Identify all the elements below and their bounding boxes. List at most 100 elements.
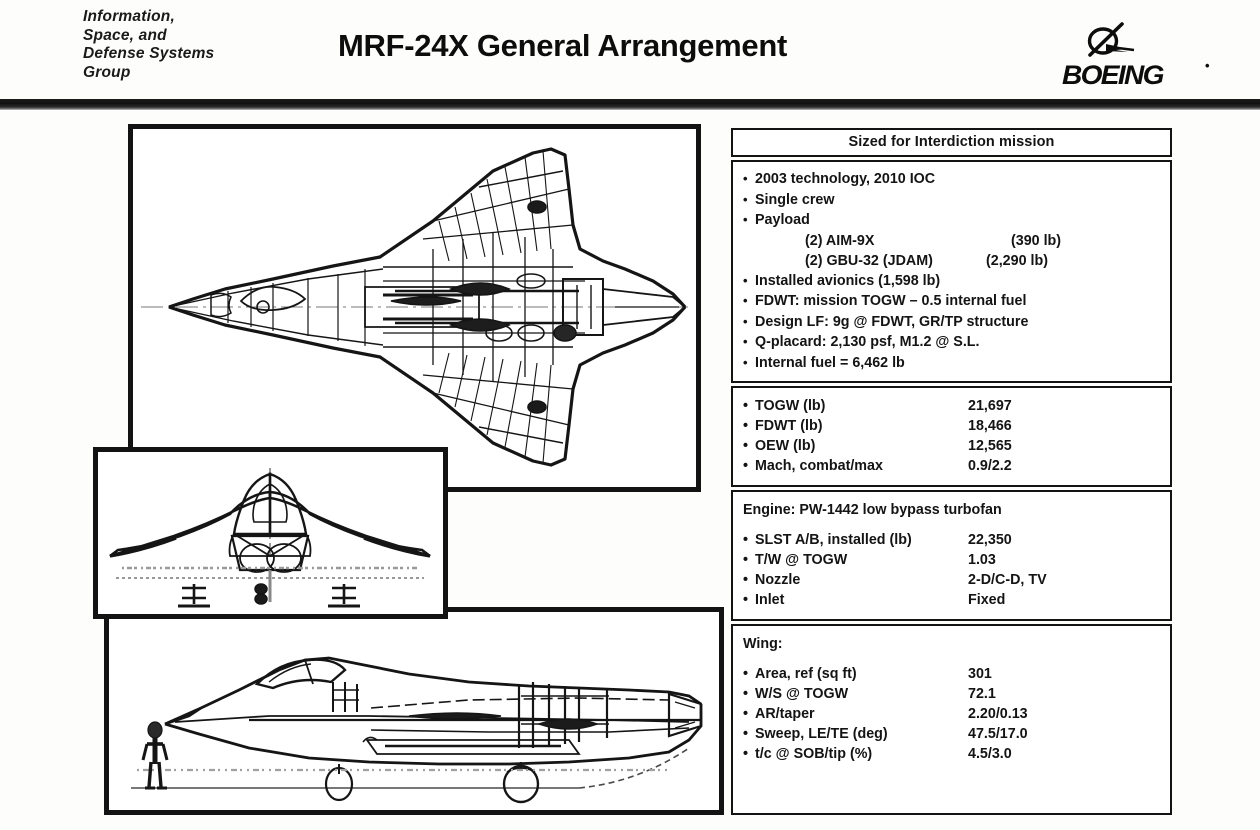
weight-value: 0.9/2.2 bbox=[968, 458, 1012, 474]
wing-label: t/c @ SOB/tip (%) bbox=[755, 746, 873, 762]
engine-box: Engine: PW-1442 low bypass turbofan • SL… bbox=[731, 490, 1172, 621]
mission-bullet-label: Single crew bbox=[755, 191, 835, 208]
page-header: Information, Space, and Defense Systems … bbox=[0, 0, 1260, 110]
wing-row: • t/c @ SOB/tip (%) 4.5/3.0 bbox=[733, 744, 1170, 764]
weights-box: • TOGW (lb) 21,697 • FDWT (lb) 18,466 • … bbox=[731, 386, 1172, 487]
mission-bullet-label: Design LF: 9g @ FDWT, GR/TP structure bbox=[755, 313, 1029, 330]
bullet-icon: • bbox=[743, 592, 749, 608]
engine-label: Nozzle bbox=[755, 572, 801, 588]
aircraft-front-view-drawing bbox=[109, 468, 431, 608]
mission-bullet-label: Internal fuel = 6,462 lb bbox=[755, 354, 905, 371]
mission-bullet: • 2003 technology, 2010 IOC bbox=[733, 169, 1170, 190]
spacer bbox=[733, 655, 1170, 664]
mission-bullet: • Payload bbox=[733, 210, 1170, 231]
bullet-icon: • bbox=[743, 552, 749, 568]
mission-bullet: • Internal fuel = 6,462 lb bbox=[733, 353, 1170, 374]
engine-row: • Nozzle 2-D/C-D, TV bbox=[733, 570, 1170, 590]
weight-value: 21,697 bbox=[968, 398, 1012, 414]
engine-row: • T/W @ TOGW 1.03 bbox=[733, 550, 1170, 570]
payload-item-label: (2) GBU-32 (JDAM) bbox=[805, 252, 933, 269]
payload-item-weight: (2,290 lb) bbox=[986, 252, 1048, 269]
wing-value: 2.20/0.13 bbox=[968, 706, 1028, 722]
wing-label: AR/taper bbox=[755, 706, 815, 722]
boeing-logo: BOEING • bbox=[1062, 22, 1222, 94]
mission-bullet: • Q-placard: 2,130 psf, M1.2 @ S.L. bbox=[733, 332, 1170, 353]
side-view-panel bbox=[104, 607, 724, 815]
boeing-trademark: • bbox=[1205, 58, 1210, 73]
bullet-icon: • bbox=[743, 334, 748, 349]
weight-label: TOGW (lb) bbox=[755, 398, 826, 414]
bullet-icon: • bbox=[743, 212, 748, 227]
mission-bullet-label: Installed avionics (1,598 lb) bbox=[755, 272, 941, 289]
weight-row: • TOGW (lb) 21,697 bbox=[733, 396, 1170, 416]
bullet-icon: • bbox=[743, 171, 748, 186]
weight-row: • Mach, combat/max 0.9/2.2 bbox=[733, 456, 1170, 476]
wing-value: 47.5/17.0 bbox=[968, 726, 1028, 742]
bullet-icon: • bbox=[743, 354, 748, 370]
wing-value: 4.5/3.0 bbox=[968, 746, 1012, 762]
front-view-panel bbox=[93, 447, 448, 619]
weight-value: 12,565 bbox=[968, 438, 1012, 454]
organization-name: Information, Space, and Defense Systems … bbox=[83, 8, 215, 81]
mission-bullet: • Design LF: 9g @ FDWT, GR/TP structure bbox=[733, 312, 1170, 333]
bullet-icon: • bbox=[743, 418, 749, 434]
aircraft-plan-view-drawing bbox=[141, 147, 689, 467]
scale-human-figure bbox=[141, 721, 169, 790]
spec-heading: Sized for Interdiction mission bbox=[848, 134, 1055, 150]
wing-label: W/S @ TOGW bbox=[755, 686, 849, 702]
page-title: MRF-24X General Arrangement bbox=[338, 28, 787, 63]
wing-row: • W/S @ TOGW 72.1 bbox=[733, 684, 1170, 704]
wing-row: • AR/taper 2.20/0.13 bbox=[733, 704, 1170, 724]
bullet-icon: • bbox=[743, 666, 749, 682]
payload-item: (2) GBU-32 (JDAM) (2,290 lb) bbox=[733, 251, 1170, 271]
wing-title: Wing: bbox=[743, 636, 783, 652]
wing-value: 72.1 bbox=[968, 686, 996, 702]
bullet-icon: • bbox=[743, 398, 749, 414]
weight-label: Mach, combat/max bbox=[755, 458, 883, 474]
bullet-icon: • bbox=[743, 191, 748, 207]
wing-row: • Sweep, LE/TE (deg) 47.5/17.0 bbox=[733, 724, 1170, 744]
payload-item-label: (2) AIM-9X bbox=[805, 232, 875, 249]
bullet-icon: • bbox=[743, 532, 749, 548]
engine-title: Engine: PW-1442 low bypass turbofan bbox=[743, 502, 1002, 518]
aircraft-side-view-drawing bbox=[131, 656, 703, 804]
bullet-icon: • bbox=[743, 438, 749, 454]
wing-box: Wing: • Area, ref (sq ft) 301 • W/S @ TO… bbox=[731, 624, 1172, 815]
mission-bullet-label: Q-placard: 2,130 psf, M1.2 @ S.L. bbox=[755, 334, 980, 350]
bullet-icon: • bbox=[743, 726, 749, 742]
weight-label: FDWT (lb) bbox=[755, 418, 823, 434]
engine-row: • SLST A/B, installed (lb) 22,350 bbox=[733, 530, 1170, 550]
plan-view-panel bbox=[128, 124, 701, 492]
mission-bullet-label: 2003 technology, 2010 IOC bbox=[755, 171, 936, 187]
engine-label: SLST A/B, installed (lb) bbox=[755, 532, 912, 548]
header-divider bbox=[0, 99, 1260, 110]
bullet-icon: • bbox=[743, 706, 749, 722]
mission-bullet-label: Payload bbox=[755, 212, 810, 228]
spacer bbox=[733, 521, 1170, 530]
mission-bullet: • Installed avionics (1,598 lb) bbox=[733, 271, 1170, 292]
weight-label: OEW (lb) bbox=[755, 438, 816, 454]
engine-row: • Inlet Fixed bbox=[733, 590, 1170, 610]
wing-label: Area, ref (sq ft) bbox=[755, 666, 857, 682]
bullet-icon: • bbox=[743, 293, 748, 308]
wing-label: Sweep, LE/TE (deg) bbox=[755, 726, 888, 742]
payload-item: (2) AIM-9X (390 lb) bbox=[733, 231, 1170, 251]
weight-row: • OEW (lb) 12,565 bbox=[733, 436, 1170, 456]
mission-bullet: • FDWT: mission TOGW – 0.5 internal fuel bbox=[733, 291, 1170, 312]
spec-heading-box: Sized for Interdiction mission bbox=[731, 128, 1172, 157]
mission-box: • 2003 technology, 2010 IOC • Single cre… bbox=[731, 160, 1172, 383]
engine-label: Inlet bbox=[755, 592, 785, 608]
weight-row: • FDWT (lb) 18,466 bbox=[733, 416, 1170, 436]
mission-bullet-label: FDWT: mission TOGW – 0.5 internal fuel bbox=[755, 293, 1027, 309]
bullet-icon: • bbox=[743, 313, 748, 329]
wing-row: • Area, ref (sq ft) 301 bbox=[733, 664, 1170, 684]
engine-value: 2-D/C-D, TV bbox=[968, 572, 1047, 588]
specifications-panel: Sized for Interdiction mission • 2003 te… bbox=[731, 128, 1172, 815]
mission-bullet: • Single crew bbox=[733, 190, 1170, 211]
engine-value: 1.03 bbox=[968, 552, 996, 568]
wing-value: 301 bbox=[968, 666, 992, 682]
bullet-icon: • bbox=[743, 458, 749, 474]
bullet-icon: • bbox=[743, 272, 748, 288]
bullet-icon: • bbox=[743, 686, 749, 702]
engine-value: 22,350 bbox=[968, 532, 1012, 548]
